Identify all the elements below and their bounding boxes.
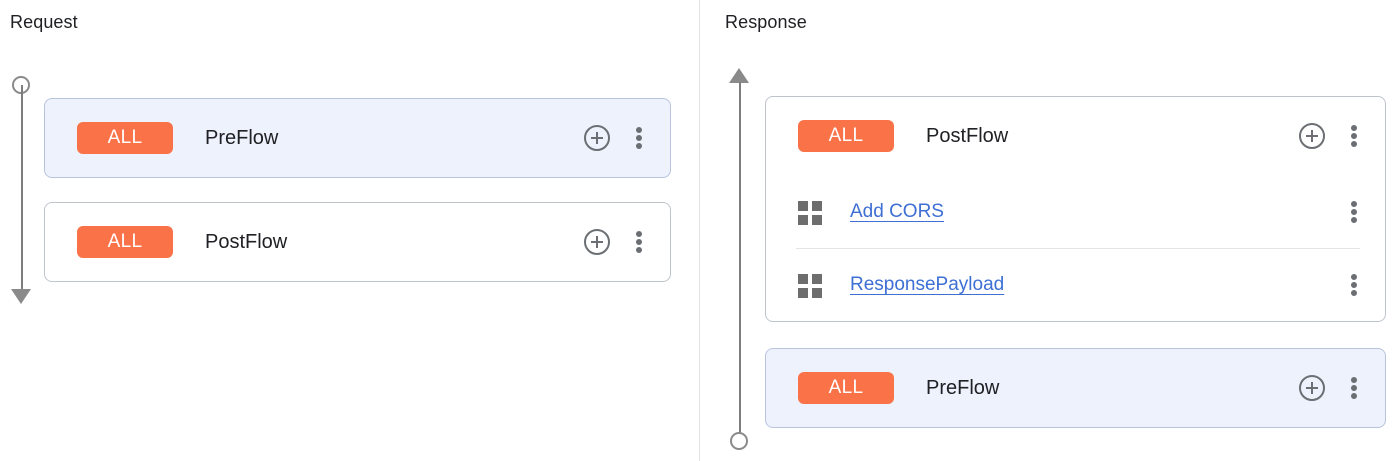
kebab-dot bbox=[636, 135, 642, 141]
policy-grid-icon bbox=[798, 273, 822, 298]
plus-circle-icon bbox=[1299, 375, 1325, 401]
response-panel-title: Response bbox=[725, 12, 807, 32]
request-postflow-label: PostFlow bbox=[205, 230, 288, 253]
request-preflow-row: ALL PreFlow bbox=[45, 99, 670, 177]
kebab-dot bbox=[636, 239, 642, 245]
plus-circle-icon bbox=[1299, 123, 1325, 149]
response-preflow-label: PreFlow bbox=[926, 376, 1000, 399]
kebab-dot bbox=[1351, 133, 1357, 139]
policy-grid-square bbox=[798, 200, 808, 211]
response-postflow-menu-button[interactable] bbox=[1343, 123, 1365, 149]
response-preflow-add-button[interactable] bbox=[1299, 375, 1325, 401]
request-panel: Request ALL PreFlow bbox=[10, 12, 671, 304]
kebab-dot bbox=[1351, 200, 1357, 207]
policy-link-responsepayload[interactable]: ResponsePayload bbox=[850, 273, 1005, 295]
policy-row[interactable]: ResponsePayload bbox=[766, 248, 1385, 321]
response-preflow-row: ALL PreFlow bbox=[766, 349, 1385, 427]
kebab-dot bbox=[636, 143, 642, 149]
kebab-dot bbox=[636, 127, 642, 133]
policy-grid-square bbox=[798, 214, 808, 225]
kebab-dot bbox=[1351, 377, 1357, 383]
policy-grid-square bbox=[798, 273, 808, 284]
response-flow-start-circle-icon bbox=[730, 432, 748, 450]
response-panel: Response bbox=[699, 0, 1393, 461]
request-postflow-add-button[interactable] bbox=[584, 229, 610, 255]
request-postflow-row: ALL PostFlow bbox=[45, 203, 670, 281]
kebab-dot bbox=[1351, 273, 1357, 280]
kebab-dot bbox=[1351, 281, 1357, 288]
response-flow-arrow-up-icon bbox=[729, 68, 749, 83]
plus-circle-icon bbox=[584, 125, 610, 151]
request-preflow-add-button[interactable] bbox=[584, 125, 610, 151]
policy-grid-square bbox=[812, 287, 822, 298]
response-preflow-menu-button[interactable] bbox=[1343, 375, 1365, 401]
response-postflow-row: ALL PostFlow bbox=[766, 97, 1385, 175]
request-preflow-card[interactable]: ALL PreFlow bbox=[44, 98, 671, 178]
policy-grid-square bbox=[812, 214, 822, 225]
kebab-dot bbox=[1351, 385, 1357, 391]
kebab-dot bbox=[636, 247, 642, 253]
response-postflow-card[interactable]: ALL PostFlow Add CORS bbox=[765, 96, 1386, 322]
request-panel-title: Request bbox=[10, 12, 78, 32]
response-postflow-label: PostFlow bbox=[926, 124, 1009, 147]
kebab-dot bbox=[1351, 289, 1357, 296]
kebab-dot bbox=[636, 231, 642, 237]
policy-link-add-cors[interactable]: Add CORS bbox=[850, 200, 944, 222]
response-preflow-card[interactable]: ALL PreFlow bbox=[765, 348, 1386, 428]
request-postflow-card[interactable]: ALL PostFlow bbox=[44, 202, 671, 282]
kebab-dot bbox=[1351, 393, 1357, 399]
kebab-dot bbox=[1351, 216, 1357, 223]
kebab-dot bbox=[1351, 141, 1357, 147]
request-postflow-method-badge: ALL bbox=[77, 226, 173, 258]
kebab-dot bbox=[1351, 208, 1357, 215]
policy-menu-button-add-cors[interactable] bbox=[1343, 199, 1365, 225]
policy-grid-square bbox=[798, 287, 808, 298]
policy-row[interactable]: Add CORS bbox=[766, 175, 1385, 248]
policy-grid-icon bbox=[798, 200, 822, 225]
response-flow-line bbox=[739, 82, 741, 441]
response-preflow-method-badge: ALL bbox=[798, 372, 894, 404]
request-postflow-menu-button[interactable] bbox=[628, 229, 650, 255]
request-flow-arrow-down-icon bbox=[11, 289, 31, 304]
response-postflow-add-button[interactable] bbox=[1299, 123, 1325, 149]
request-preflow-method-badge: ALL bbox=[77, 122, 173, 154]
plus-circle-icon bbox=[584, 229, 610, 255]
response-postflow-method-badge: ALL bbox=[798, 120, 894, 152]
policy-menu-button-responsepayload[interactable] bbox=[1343, 272, 1365, 298]
request-flow-connector bbox=[10, 76, 34, 304]
kebab-dot bbox=[1351, 125, 1357, 131]
policy-grid-square bbox=[812, 273, 822, 284]
response-flow-connector bbox=[728, 68, 752, 450]
request-preflow-menu-button[interactable] bbox=[628, 125, 650, 151]
policy-grid-square bbox=[812, 200, 822, 211]
request-flow-line bbox=[21, 85, 23, 290]
request-preflow-label: PreFlow bbox=[205, 126, 279, 149]
